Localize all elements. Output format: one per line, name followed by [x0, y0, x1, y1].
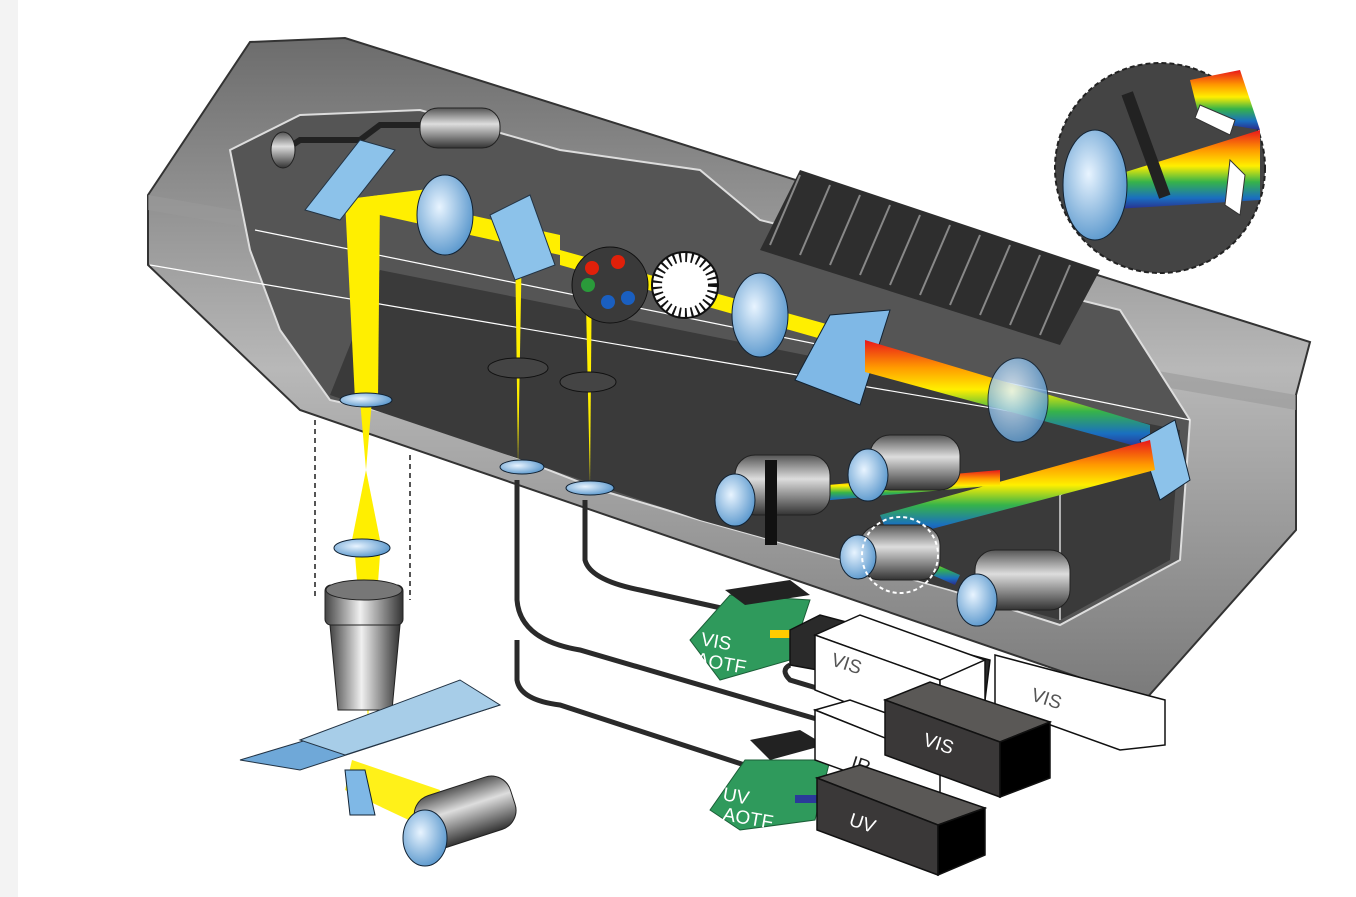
- slide: [298, 679, 502, 756]
- uv-aotf: UV AOTF: [709, 730, 831, 834]
- page-margin: [0, 0, 18, 897]
- lens: [416, 174, 474, 256]
- lens: [731, 272, 789, 358]
- microscope: [239, 420, 517, 867]
- tube-lens: [333, 538, 391, 558]
- inset-magnified-slit: [1054, 62, 1266, 274]
- laser-vis-white-back: VIS: [994, 654, 1166, 751]
- transmitted-light-detector: [402, 775, 517, 867]
- laser-uv: UV: [814, 764, 988, 877]
- pinhole: [487, 357, 549, 379]
- detector: [839, 524, 941, 581]
- vis-aotf-label: VIS: [699, 629, 733, 655]
- uv-aotf-label: UV: [721, 784, 751, 809]
- photomultiplier-detectors: [714, 434, 1071, 627]
- scan-mirror: [304, 139, 396, 221]
- laser-vis-dark: VIS: [882, 681, 1053, 799]
- dichroic-mirror: [489, 194, 556, 281]
- optical-fibers: [514, 480, 891, 773]
- pinhole: [559, 371, 617, 393]
- detector: [714, 454, 831, 545]
- lens: [987, 357, 1049, 443]
- prism: [794, 309, 891, 406]
- lasers: VIS VIS IR VIS UV: [789, 614, 1166, 877]
- detector: [847, 434, 961, 502]
- detector: [956, 549, 1071, 627]
- optics: [304, 139, 891, 496]
- grating-mirror: [1139, 419, 1191, 501]
- heat-sink: [760, 170, 1100, 345]
